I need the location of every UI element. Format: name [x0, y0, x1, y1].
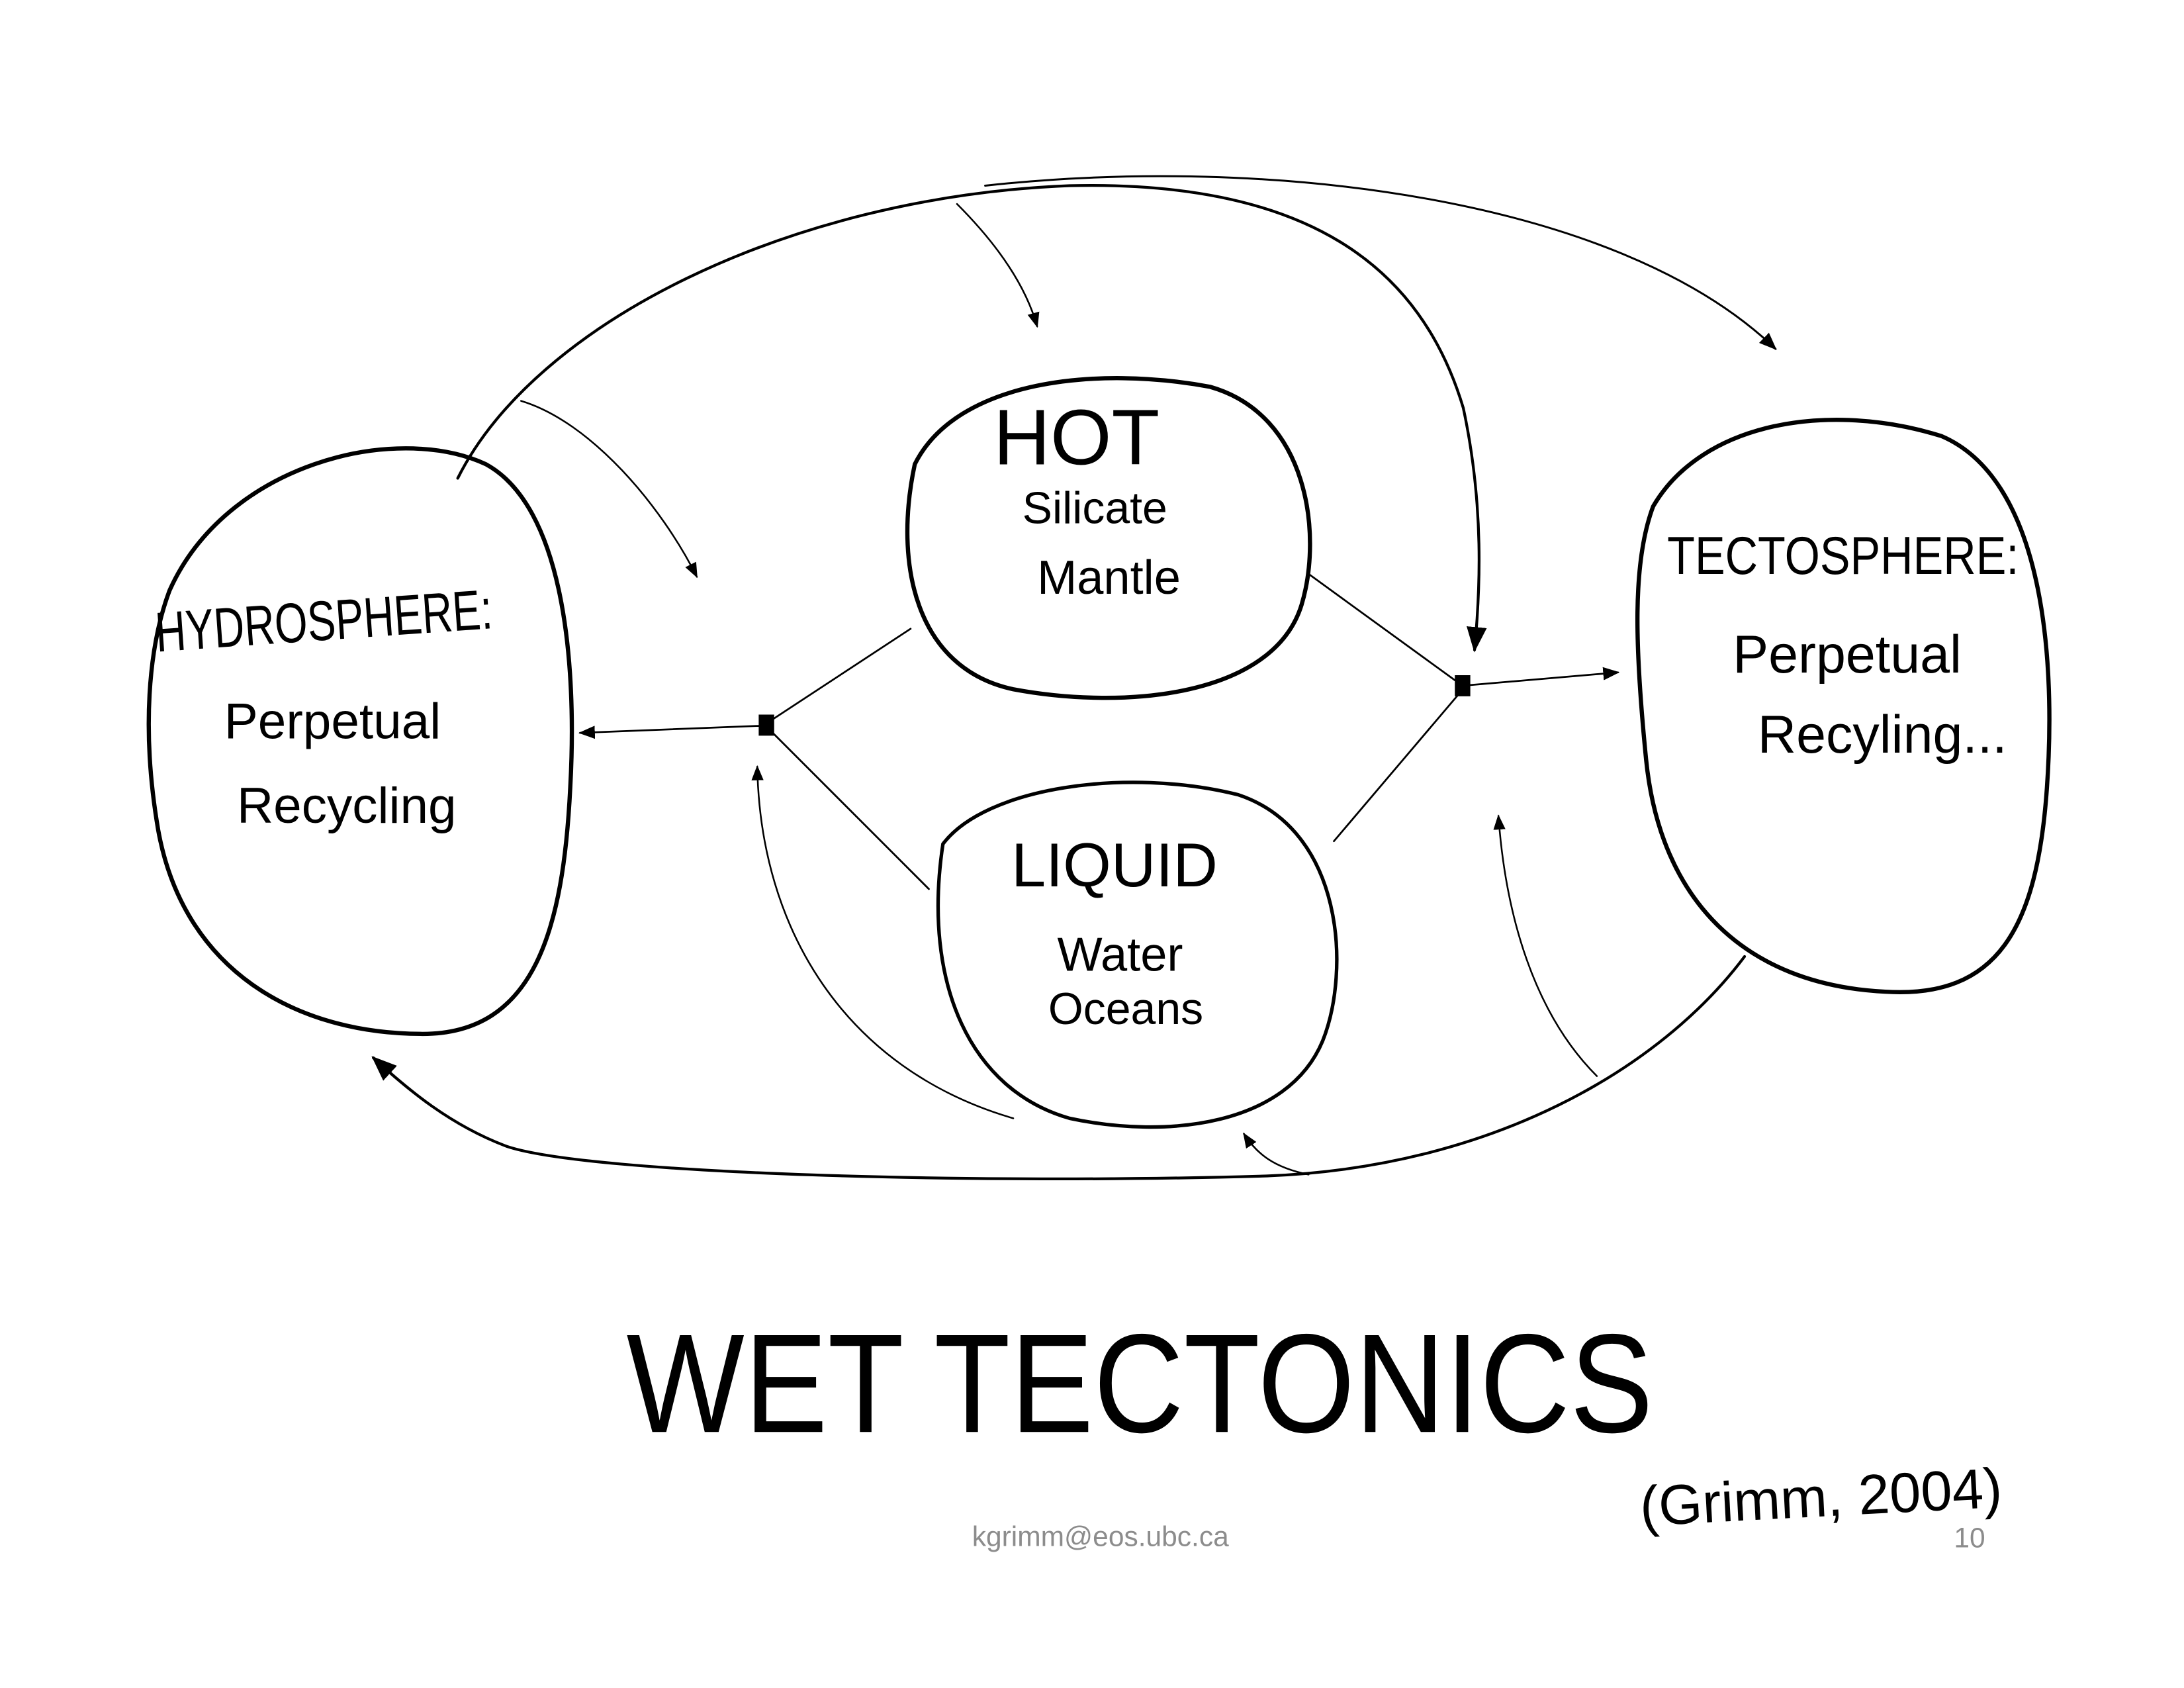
outer-arc-to-tectosphere: [984, 175, 1777, 350]
hydrosphere-line2: Recycling: [237, 778, 457, 834]
tectosphere-line2: Recyling...: [1758, 705, 2007, 765]
hot-line2: Mantle: [1037, 551, 1181, 604]
arrow-up-left: [751, 765, 1015, 1119]
arrow-into-left: [520, 400, 698, 579]
junction-node-left: [758, 714, 774, 736]
line-hot-to-right-node: [1307, 573, 1459, 684]
arrow-into-hot: [956, 203, 1040, 328]
hydrosphere-heading: HYDROSPHERE:: [154, 578, 494, 664]
hydrosphere-line1: Perpetual: [224, 694, 441, 750]
outer-loop-bottom: [371, 955, 1747, 1181]
tectosphere-bubble: [1635, 417, 2052, 995]
hot-line1: Silicate: [1023, 483, 1167, 534]
line-hot-to-left-node: [770, 628, 912, 722]
hot-heading: HOT: [993, 393, 1160, 481]
citation: (Grimm, 2004): [1638, 1457, 2003, 1539]
page-number: 10: [1954, 1523, 1985, 1554]
line-liquid-to-left-node: [770, 730, 930, 890]
hydrosphere-bubble: [146, 446, 574, 1037]
liquid-bubble: [936, 780, 1339, 1129]
hot-bubble: [905, 376, 1312, 700]
liquid-heading: LIQUID: [1011, 830, 1218, 900]
liquid-line1: Water: [1057, 928, 1183, 981]
tectosphere-line1: Perpetual: [1733, 625, 1962, 684]
arrow-to-tectosphere: [1469, 667, 1620, 686]
hydrosphere-label: HYDROSPHERE:: [154, 578, 494, 664]
outer-loop-top: [456, 183, 1487, 653]
diagram-title: WET TECTONICS: [627, 1305, 1653, 1462]
line-liquid-to-right-node: [1333, 691, 1462, 843]
footer-email: kgrimm@eos.ubc.ca: [972, 1521, 1229, 1552]
liquid-line2: Oceans: [1048, 984, 1203, 1034]
junction-node-right: [1455, 675, 1471, 696]
arrow-into-liquid: [1243, 1132, 1310, 1176]
arrow-up-right: [1493, 814, 1598, 1077]
arrow-to-hydrosphere: [578, 725, 761, 739]
tectosphere-heading: TECTOSPHERE:: [1667, 526, 2019, 586]
